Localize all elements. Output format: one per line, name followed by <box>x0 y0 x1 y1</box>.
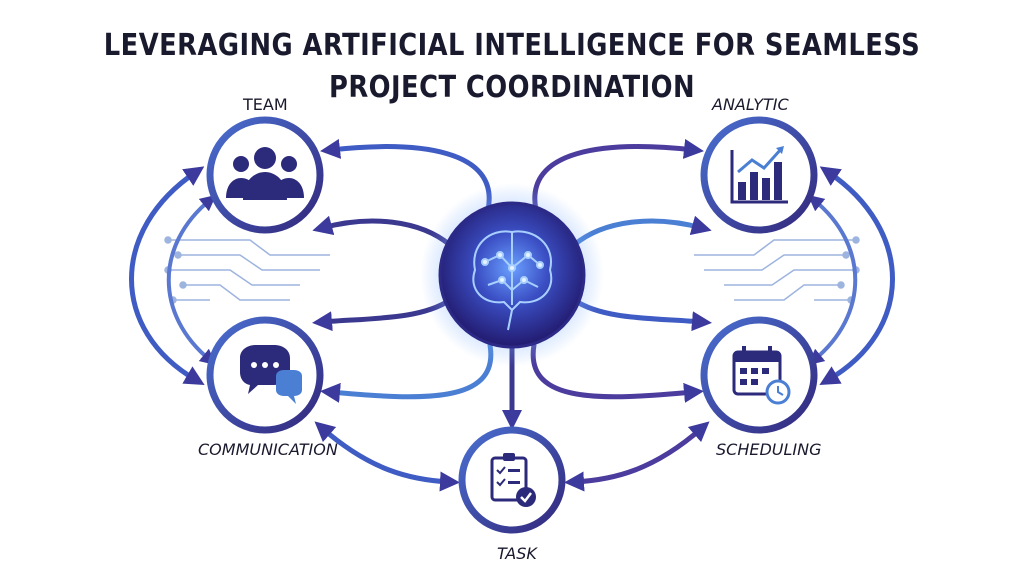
outer-arcs <box>129 166 895 386</box>
label-task: TASK <box>497 544 537 563</box>
checklist-icon <box>490 453 536 507</box>
arrow-hub-to-comm-lower <box>320 342 494 403</box>
calendar-clock-icon <box>732 346 791 405</box>
label-communication: COMMUNICATION <box>198 440 338 459</box>
label-team: TEAM <box>243 95 288 114</box>
arrow-sched-task <box>564 421 710 492</box>
node-communication <box>206 316 324 434</box>
circuit-traces-left <box>164 236 330 304</box>
diagram-title-line-1: LEVERAGING ARTIFICIAL INTELLIGENCE FOR S… <box>103 28 921 63</box>
arrow-hub-to-sched-lower <box>530 342 704 403</box>
arrow-comm-task <box>314 421 460 492</box>
team-icon <box>226 147 304 200</box>
arc-left-inner <box>166 194 217 366</box>
ai-brain-icon <box>472 230 553 331</box>
node-task <box>458 426 566 534</box>
node-scheduling <box>700 316 818 434</box>
diagram-title-line-2: PROJECT COORDINATION <box>328 70 696 105</box>
label-analytic: ANALYTIC <box>712 95 789 114</box>
arc-right-outer <box>819 166 895 386</box>
arc-left-outer <box>129 166 205 386</box>
ai-hub <box>420 183 604 367</box>
circuit-traces-right <box>694 236 860 304</box>
label-scheduling: SCHEDULING <box>716 440 822 459</box>
node-team <box>206 116 324 234</box>
bar-chart-icon <box>730 146 788 204</box>
chat-bubbles-icon <box>240 345 302 404</box>
node-analytic <box>700 116 818 234</box>
arc-right-inner <box>807 194 858 366</box>
